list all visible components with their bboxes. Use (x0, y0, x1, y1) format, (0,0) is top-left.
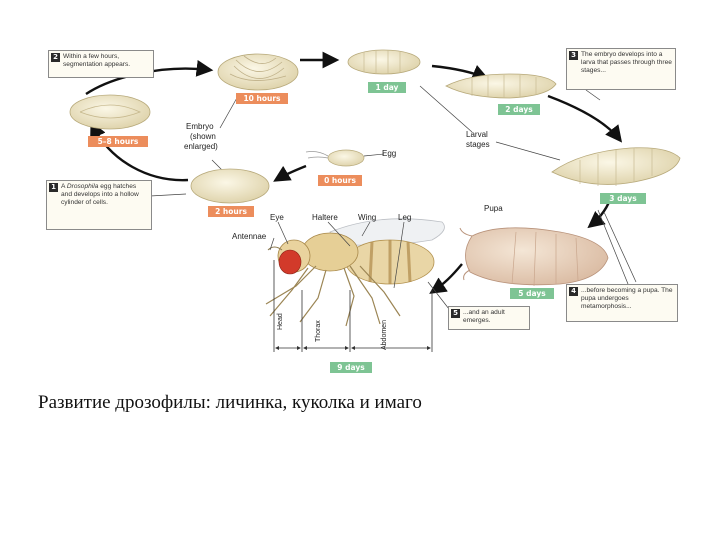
callout-step-1-text-b: egg hatches and develops into a hollow c… (61, 183, 139, 207)
larva-2-days-drawing (445, 73, 557, 99)
cycle-arrow-4 (547, 94, 623, 143)
label-leg: Leg (398, 213, 412, 222)
cycle-arrow-6 (429, 263, 463, 294)
embryo-segmented-drawing (217, 53, 299, 91)
label-egg: Egg (382, 149, 397, 158)
label-embryo: Embryo (186, 122, 214, 131)
callout-step-4: 4 ...before becoming a pupa. The pupa un… (566, 284, 678, 322)
pupa-drawing (459, 227, 609, 287)
label-stages: stages (466, 140, 490, 149)
step-number-2: 2 (51, 53, 60, 62)
label-eye: Eye (270, 213, 284, 222)
step-number-1: 1 (49, 183, 58, 192)
embryo-early-drawing (69, 94, 151, 130)
time-badge-5-8-hours: 5–8 hours (88, 136, 148, 147)
callout-step-1-text-a: A (61, 183, 67, 190)
cycle-arrow-8 (273, 164, 307, 182)
label-pupa: Pupa (484, 204, 503, 213)
larva-1-day-drawing (347, 49, 421, 75)
callout-step-1-text-italic: Drosophila (66, 183, 99, 190)
callout-step-4-text: ...before becoming a pupa. The pupa unde… (581, 287, 673, 311)
label-abdomen: Abdomen (381, 320, 388, 350)
callout-step-2: 2 Within a few hours, segmentation appea… (48, 50, 154, 78)
time-badge-5-days: 5 days (510, 288, 554, 299)
label-head: Head (277, 313, 284, 330)
label-thorax: Thorax (315, 320, 322, 342)
cycle-arrow-7 (90, 120, 189, 182)
time-badge-10-hours: 10 hours (236, 93, 288, 104)
time-badge-0-hours: 0 hours (318, 175, 362, 186)
callout-step-2-text: Within a few hours, segmentation appears… (63, 53, 131, 69)
step-number-3: 3 (569, 51, 578, 60)
callout-step-5-text: ...and an adult emerges. (463, 309, 505, 325)
label-haltere: Haltere (312, 213, 338, 222)
callout-step-1: 1 A Drosophila egg hatches and develops … (46, 180, 152, 230)
label-wing: Wing (358, 213, 377, 222)
step-number-4: 4 (569, 287, 578, 296)
adult-fly-drawing (265, 218, 445, 327)
label-embryo-note-1: (shown (190, 132, 216, 141)
label-antennae: Antennae (232, 232, 267, 241)
time-badge-1-day: 1 day (368, 82, 406, 93)
label-larval: Larval (466, 130, 488, 139)
callout-step-5: 5 ...and an adult emerges. (448, 306, 530, 330)
time-badge-2-hours: 2 hours (208, 206, 254, 217)
callout-step-3: 3 The embryo develops into a larva that … (566, 48, 676, 90)
time-badge-3-days: 3 days (600, 193, 646, 204)
egg-small-drawing (305, 149, 365, 167)
callout-step-3-text: The embryo develops into a larva that pa… (581, 51, 672, 75)
slide-caption: Развитие дрозофилы: личинка, куколка и и… (38, 392, 422, 413)
time-badge-2-days: 2 days (498, 104, 540, 115)
egg-enlarged-drawing (190, 168, 270, 204)
time-badge-9-days: 9 days (330, 362, 372, 373)
label-embryo-note-2: enlarged) (184, 142, 218, 151)
larva-3-days-drawing (551, 147, 681, 186)
step-number-5: 5 (451, 309, 460, 318)
